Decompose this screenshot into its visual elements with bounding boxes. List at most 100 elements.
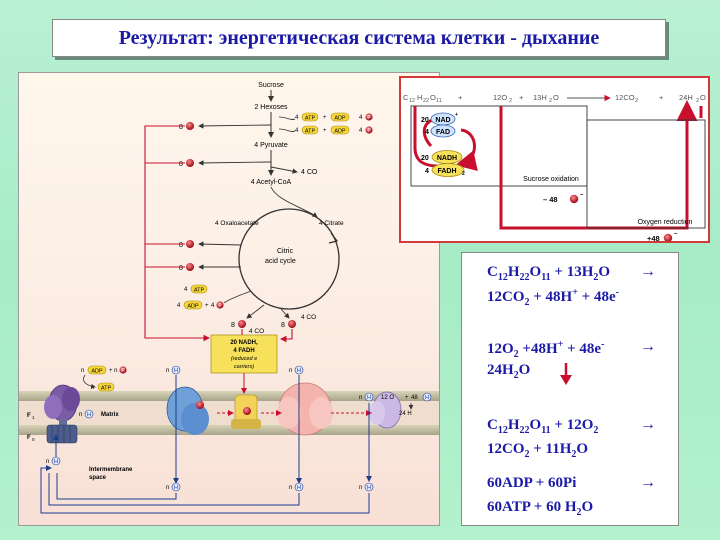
proton-pump-2: n H — [289, 365, 304, 484]
svg-text:+: + — [405, 395, 409, 401]
svg-text:+: + — [659, 93, 664, 102]
svg-text:ADP: ADP — [187, 304, 199, 310]
svg-text:8: 8 — [179, 124, 183, 131]
fadh-pill — [431, 163, 465, 177]
svg-text:4: 4 — [184, 287, 188, 293]
citric-cycle-ring — [238, 208, 340, 310]
svg-text:4: 4 — [359, 115, 363, 121]
svg-text:2: 2 — [635, 98, 638, 104]
eq1-line1-text: C12H22O11 + 13H2O — [487, 264, 611, 283]
svg-text:n: n — [79, 412, 82, 418]
hexoses-label: 2 Hexoses — [254, 104, 288, 111]
eq3-line1-text: C12H22O11 + 12O2 — [487, 417, 599, 436]
proton-pump-1: n H — [166, 365, 181, 484]
eq2-line2-text: 24H2O — [487, 362, 531, 381]
electron-ball — [186, 240, 194, 248]
svg-text:4: 4 — [211, 303, 215, 309]
eq4-arrow: → — [640, 474, 656, 491]
atp-pill — [301, 125, 319, 135]
svg-text:carriers): carriers) — [234, 364, 254, 370]
svg-text:20: 20 — [421, 117, 429, 124]
atp-row-2: 4 ATP + ADP 4 P — [295, 125, 373, 135]
eq3-line2-text: 12CO2 + 11H2O — [487, 441, 589, 460]
svg-text:ATP: ATP — [305, 116, 316, 122]
bottom-protons: n H n H n H n H — [40, 434, 374, 514]
citrate-label: 4 Citrate — [319, 220, 344, 227]
svg-text:ATP: ATP — [194, 288, 205, 294]
svg-text:4: 4 — [295, 128, 299, 134]
svg-text:n: n — [289, 368, 292, 374]
svg-text:n: n — [46, 459, 49, 465]
svg-text:n: n — [359, 485, 362, 491]
svg-text:2: 2 — [462, 171, 465, 177]
c12-label: C — [403, 93, 409, 102]
cycle-label-2: acid cycle — [265, 258, 296, 265]
svg-text:0: 0 — [32, 437, 35, 442]
energy-arrow-icon — [560, 363, 572, 385]
svg-text:4: 4 — [295, 115, 299, 121]
eq2-line1-text: 12O2 +48H+ + 48e- — [487, 339, 605, 360]
eq2-line1: 12O2 +48H+ + 48e- — [487, 339, 604, 360]
svg-text:+: + — [205, 303, 209, 309]
complex-iv — [369, 391, 402, 429]
electron-ball — [186, 122, 194, 130]
eq3-line2: 12CO2 + 11H2O — [487, 441, 588, 460]
eq2-arrow: → — [640, 338, 656, 355]
sucrose-label: Sucrose — [258, 82, 284, 89]
page-title: Результат: энергетическая система клетки… — [118, 26, 600, 49]
svg-text:8: 8 — [231, 322, 235, 329]
adp-pill — [330, 125, 350, 135]
inner-membrane-layer — [19, 425, 439, 435]
plus-sign: + — [323, 128, 327, 134]
svg-text:n: n — [289, 485, 292, 491]
svg-text:n: n — [359, 395, 362, 401]
svg-text:2: 2 — [549, 98, 552, 104]
svg-text:–: – — [580, 192, 584, 198]
svg-text:12 O: 12 O — [381, 395, 394, 401]
phosphate-ball — [365, 126, 373, 134]
svg-text:H: H — [87, 412, 91, 418]
svg-text:H: H — [297, 485, 301, 491]
outer-membrane-layer — [19, 391, 439, 401]
electron-ball — [186, 263, 194, 271]
oxaloacetate-label: 4 Oxaloacetate — [215, 220, 259, 227]
atp-pill — [301, 112, 319, 122]
svg-text:P: P — [121, 368, 125, 374]
eq4-line1-text: 60ADP + 60Pi — [487, 475, 577, 491]
eq1-arrow: → — [640, 263, 656, 280]
svg-text:H: H — [417, 93, 422, 102]
svg-text:ATP: ATP — [101, 386, 112, 392]
eq2-line2: 24H2O — [487, 362, 530, 381]
oxygen-reduction-label: Oxygen reduction — [638, 219, 693, 226]
svg-text:1: 1 — [32, 415, 35, 420]
svg-text:O: O — [430, 93, 436, 102]
svg-text:4 FADH: 4 FADH — [233, 348, 254, 354]
electron-cycle-2: 8 — [179, 263, 241, 272]
svg-text:+: + — [458, 93, 463, 102]
eq1-line1: C12H22O11 + 13H2O — [487, 264, 610, 283]
respiration-diagram: Sucrose 2 Hexoses 4 Pyruvate 4 Acetyl-Co… — [18, 72, 440, 526]
h2o-label: 13H — [533, 93, 547, 102]
equations-box: C12H22O11 + 13H2O → 12CO2 + 48H+ + 48e- … — [461, 252, 679, 526]
svg-text:8: 8 — [281, 322, 285, 329]
svg-text:H: H — [367, 485, 371, 491]
synthase-atp: n ADP + n P n ATP n H Matrix — [79, 365, 127, 419]
eq1-line2-text: 12CO2 + 48H+ + 48e- — [487, 287, 619, 308]
svg-text:O: O — [553, 93, 559, 102]
intermembrane-label: Intermembrane — [89, 467, 133, 473]
svg-text:20: 20 — [421, 155, 429, 162]
svg-text:H: H — [174, 368, 178, 374]
eq4-line2-text: 60ATP + 60 H2O — [487, 499, 594, 518]
cycle-bottom-out: 8 4 CO 8 4 CO — [231, 304, 316, 335]
svg-text:n: n — [166, 368, 169, 374]
svg-text:H: H — [367, 395, 371, 401]
svg-text:O: O — [700, 93, 706, 102]
plus-sign: + — [323, 115, 327, 121]
sucrose-oxidation-diagram: C 12 H 22 O 11 + 12O 2 + 13H 2 O 12CO 2 … — [399, 76, 710, 243]
svg-text:H: H — [297, 368, 301, 374]
co2-label: 4 CO — [301, 169, 318, 176]
svg-text:20 NADH,: 20 NADH, — [230, 340, 258, 346]
svg-text:11: 11 — [436, 98, 442, 104]
svg-text:NAD: NAD — [435, 117, 450, 124]
svg-text:48: 48 — [411, 395, 418, 401]
